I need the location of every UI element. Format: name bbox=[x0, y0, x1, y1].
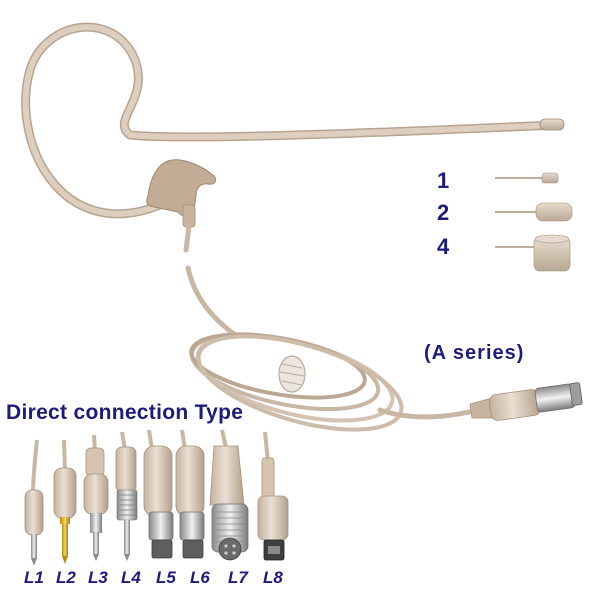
plug-l3 bbox=[83, 434, 109, 561]
capsule-size-1 bbox=[495, 172, 559, 184]
capsule-size-label: 4 bbox=[437, 234, 450, 259]
plug-label: L5 bbox=[156, 568, 176, 587]
plug-l2 bbox=[53, 439, 77, 564]
mini-xlr-connector bbox=[469, 382, 583, 421]
plug-label: L4 bbox=[121, 568, 141, 587]
boom-capsule bbox=[539, 118, 565, 131]
cable bbox=[183, 223, 481, 432]
plug-l6 bbox=[175, 429, 205, 559]
plug-label: L1 bbox=[24, 568, 44, 587]
plug-label: L8 bbox=[263, 568, 283, 587]
earhook bbox=[21, 22, 560, 219]
capsule-size-label: 2 bbox=[437, 200, 450, 225]
connection-heading: Direct connection Type bbox=[6, 401, 244, 424]
series-label: (A series) bbox=[424, 342, 525, 364]
plug-l4 bbox=[115, 431, 138, 561]
plug-label: L6 bbox=[190, 568, 210, 587]
plug-label: L7 bbox=[228, 568, 248, 587]
plug-l8 bbox=[257, 431, 289, 561]
cable-tie bbox=[278, 355, 306, 393]
plug-label: L2 bbox=[56, 568, 76, 587]
capsule-size-2 bbox=[495, 202, 573, 222]
ear-piece bbox=[146, 159, 217, 217]
capsule-size-label: 1 bbox=[437, 168, 450, 193]
capsule-size-4 bbox=[495, 234, 571, 272]
plug-l5 bbox=[143, 429, 174, 559]
plug-l1 bbox=[24, 439, 44, 566]
plug-l7 bbox=[209, 429, 249, 561]
plug-label: L3 bbox=[88, 568, 108, 587]
